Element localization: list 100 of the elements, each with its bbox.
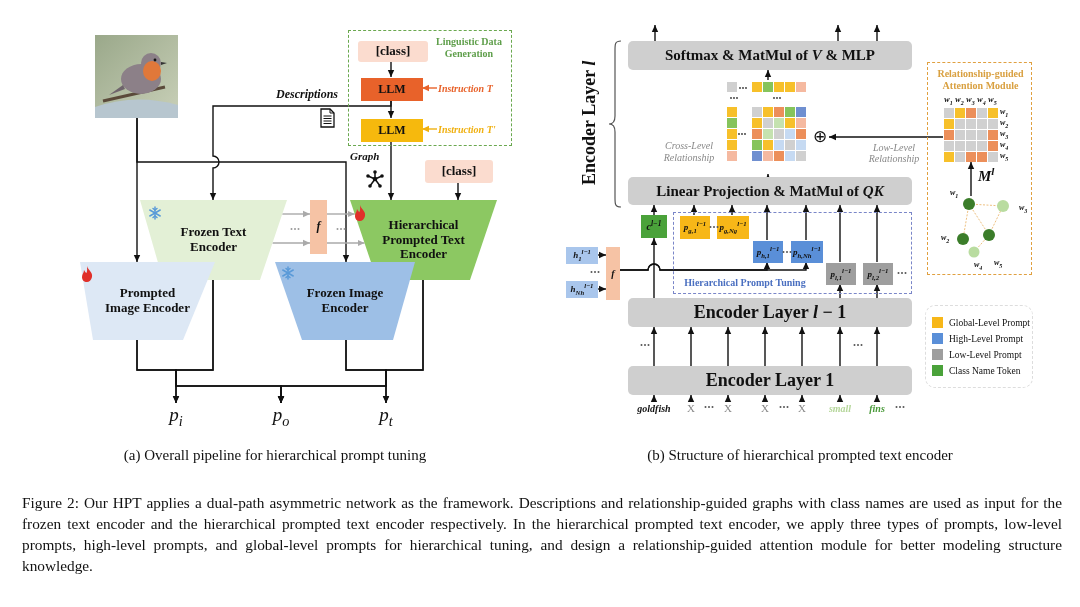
encoder-trapezoid: Prompted Image Encoder <box>80 262 215 340</box>
arrow <box>967 161 975 197</box>
group-title: Hierarchical Prompt Tuning <box>683 277 807 289</box>
edge-label: Low-Level Relationship <box>867 142 921 164</box>
arrow <box>209 99 392 201</box>
process-box: LLM <box>361 78 423 101</box>
legend-label: High-Level Prompt <box>949 333 1024 344</box>
arrow <box>873 24 881 42</box>
matrix-axis-label: w$_{3}$ <box>1000 129 1010 139</box>
dashed-group-frame <box>927 62 1032 275</box>
arrow <box>421 84 438 92</box>
token-label: X <box>721 401 735 416</box>
circled-plus-symbol: ⊕ <box>811 128 829 146</box>
arrow <box>763 204 771 241</box>
arrow <box>387 60 395 78</box>
token-box: c$^{l−1}$ <box>641 215 667 238</box>
token-label: X <box>795 401 809 416</box>
arrow <box>619 261 810 271</box>
arrow <box>326 210 356 218</box>
instruction-label: Instruction T' <box>438 122 510 138</box>
arrow <box>690 204 698 216</box>
function-bar: f <box>606 247 620 300</box>
arrow <box>281 210 311 218</box>
arrow <box>836 394 844 402</box>
process-box: LLM <box>361 119 423 142</box>
graph-node-label: w$_{1}$ <box>950 188 960 198</box>
dashed-group-frame <box>348 30 512 146</box>
arrow <box>650 204 658 216</box>
matrix-axis-label: w$_{4}$ <box>1000 140 1010 150</box>
matrix-axis-label: w$_{1}$ <box>943 95 954 105</box>
layer-bar: Encoder Layer l − 1 <box>628 298 912 327</box>
arrow <box>828 133 944 141</box>
arrow <box>650 394 658 402</box>
token-label: fins <box>864 401 890 416</box>
arrow <box>387 140 395 201</box>
edge-label: Descriptions <box>275 88 338 102</box>
arrow <box>687 394 695 402</box>
matrix-axis-label: w$_{5}$ <box>987 95 998 105</box>
arrow <box>761 326 769 367</box>
graph-node-label: w$_{3}$ <box>1019 203 1029 213</box>
token-label: X <box>758 401 772 416</box>
matrix-axis-label: w$_{2}$ <box>1000 118 1010 128</box>
arrow <box>798 326 806 367</box>
arrow <box>136 117 350 263</box>
arrow <box>271 239 311 247</box>
input-box: [class] <box>358 41 428 62</box>
subfigure-caption: (a) Overall pipeline for hierarchical prompt tuning <box>122 447 428 465</box>
token-label: small <box>823 401 857 416</box>
arrow <box>326 239 366 247</box>
arrow <box>836 283 844 299</box>
edge-label: Graph <box>350 150 381 163</box>
layer-bar: Encoder Layer 1 <box>628 366 912 395</box>
group-title: Linguistic Data Generation <box>435 36 503 59</box>
function-bar: f <box>310 200 327 254</box>
arrow <box>650 326 658 367</box>
arrow <box>382 279 424 404</box>
arrow <box>597 285 607 293</box>
layer-bar: Softmax & MatMul of V & MLP <box>628 41 912 70</box>
arrow <box>802 204 810 241</box>
token-label: X <box>684 401 698 416</box>
arrow <box>873 283 881 299</box>
matrix-axis-label: w$_{5}$ <box>1000 151 1010 161</box>
arrow <box>834 24 842 42</box>
input-box: [class] <box>425 160 493 183</box>
layer-label: Encoder Layer l <box>579 59 600 188</box>
edge-label: M$^{l}$ <box>978 168 996 185</box>
arrow <box>421 125 438 133</box>
dashed-group-frame <box>673 212 912 294</box>
arrow <box>651 24 659 42</box>
output-symbol: p$_{t}$ <box>374 403 398 427</box>
matrix-axis-label: w$_{3}$ <box>965 95 976 105</box>
matrix-axis-label: w$_{1}$ <box>1000 107 1010 117</box>
layer-bar: Linear Projection & MatMul of QK <box>628 177 912 205</box>
graph-node-label: w$_{5}$ <box>994 258 1004 268</box>
instruction-label: Instruction T <box>438 81 510 97</box>
legend-label: Low-Level Prompt <box>949 349 1022 360</box>
arrow <box>454 182 462 201</box>
arrow <box>836 204 844 263</box>
subfigure-caption: (b) Structure of hierarchical prompted text encoder <box>646 447 954 465</box>
bird-photo <box>95 35 178 118</box>
matrix-axis-label: w$_{2}$ <box>954 95 965 105</box>
arrow <box>836 326 844 367</box>
arrow <box>724 394 732 402</box>
graph-node-label: w$_{2}$ <box>941 233 951 243</box>
arrow <box>764 69 772 81</box>
encoder-trapezoid: Frozen Image Encoder <box>275 262 415 340</box>
arrow <box>687 326 695 367</box>
output-symbol: p$_{o}$ <box>269 403 293 427</box>
arrow <box>724 326 732 367</box>
arrow <box>873 326 881 367</box>
graph-node-label: w$_{4}$ <box>974 260 984 270</box>
arrow <box>873 394 881 402</box>
arrow <box>873 204 881 263</box>
relationship-label: Cross-Level Relationship <box>662 140 716 163</box>
legend-label: Class Name Token <box>949 365 1021 376</box>
arrow <box>650 237 658 299</box>
arrow <box>761 394 769 402</box>
arrow <box>798 394 806 402</box>
group-title: Relationship-guided Attention Module <box>936 68 1025 91</box>
matrix-axis-label: w$_{4}$ <box>976 95 987 105</box>
